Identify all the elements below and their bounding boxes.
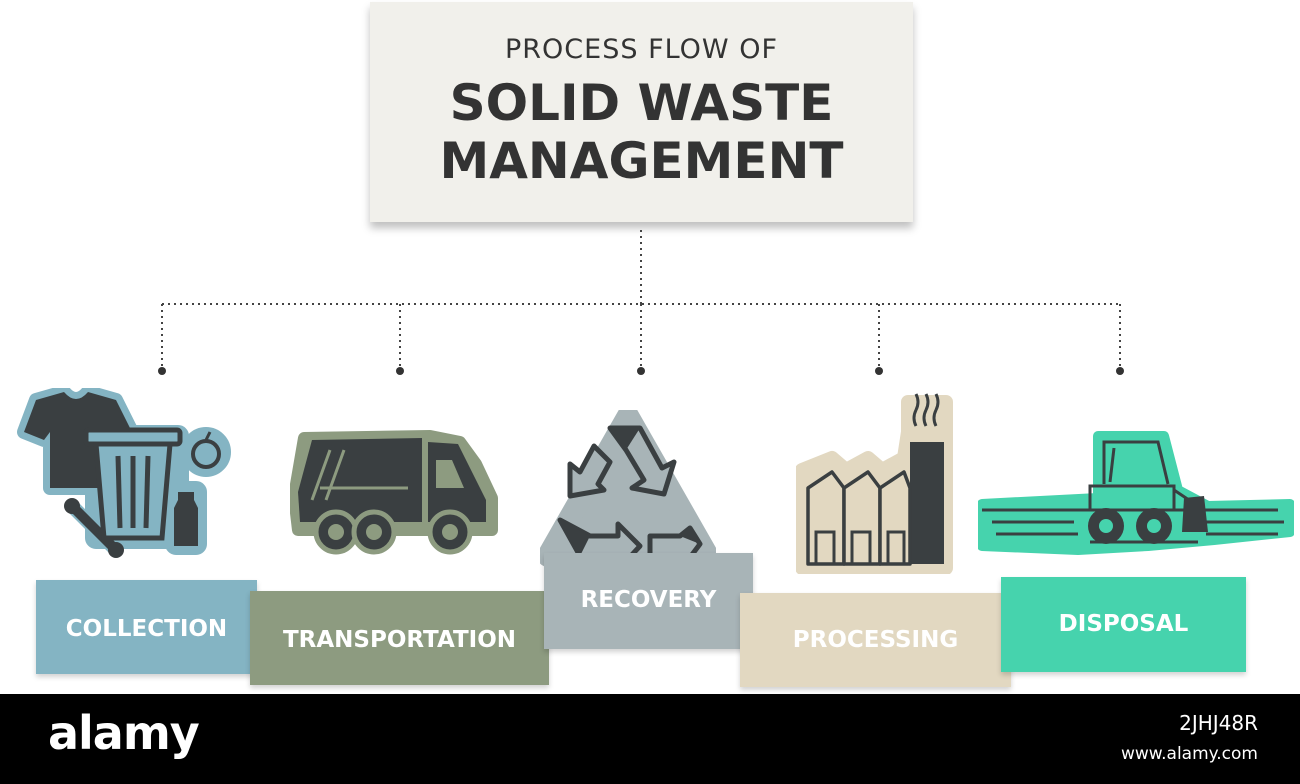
trash-bin-icon [17, 388, 231, 558]
step-label-recovery: RECOVERY [544, 553, 753, 649]
connector-lines [158, 230, 1124, 375]
step-label-transportation: TRANSPORTATION [250, 591, 549, 685]
step-label-text: TRANSPORTATION [282, 627, 517, 653]
step-label-text: RECOVERY [580, 587, 717, 613]
connector-dot-disposal [1116, 367, 1124, 375]
footer-bar: alamy 2JHJ48R www.alamy.com [0, 694, 1300, 784]
step-label-collection: COLLECTION [36, 580, 257, 674]
recycle-icon [540, 410, 716, 573]
connector-dot-transportation [396, 367, 404, 375]
connector-dot-collection [158, 367, 166, 375]
factory-icon [796, 393, 953, 574]
step-label-disposal: DISPOSAL [1001, 577, 1246, 672]
connector-dot-processing [875, 367, 883, 375]
footer-url: www.alamy.com [1120, 744, 1258, 764]
step-label-processing: PROCESSING [740, 593, 1011, 687]
step-label-text: COLLECTION [65, 616, 228, 642]
title-main: SOLID WASTE MANAGEMENT [370, 74, 913, 190]
footer-image-id: 2JHJ48R [1179, 711, 1258, 735]
bulldozer-icon [978, 431, 1294, 555]
garbage-truck-icon [290, 430, 498, 555]
step-label-text: DISPOSAL [1058, 611, 1189, 637]
step-label-text: PROCESSING [792, 627, 959, 653]
connector-dot-recovery [637, 367, 645, 375]
footer-logo: alamy [48, 706, 200, 760]
title-card: PROCESS FLOW OF SOLID WASTE MANAGEMENT [370, 2, 913, 222]
title-line-2: MANAGEMENT [439, 132, 844, 190]
title-subtitle: PROCESS FLOW OF [505, 34, 778, 65]
title-line-1: SOLID WASTE [449, 74, 834, 132]
